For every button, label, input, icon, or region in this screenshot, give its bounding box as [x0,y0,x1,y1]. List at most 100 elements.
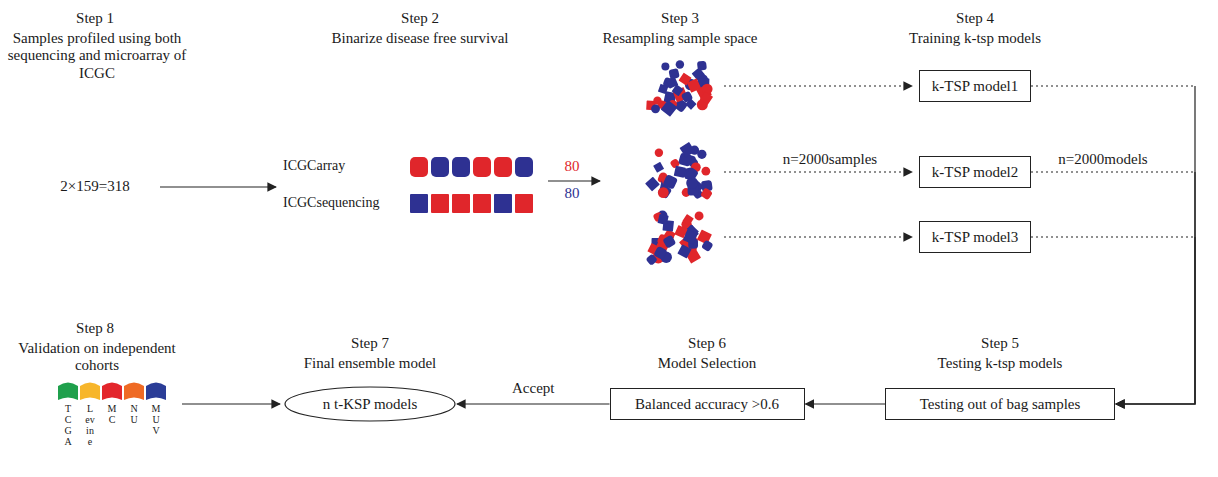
sample-mark [674,166,686,178]
sample-mark [695,211,704,220]
resample-clusters [645,60,713,266]
sample-mark [701,239,714,252]
sample-mark [452,157,470,177]
book-icon [124,383,144,401]
step-heading: Step 5 [981,335,1019,352]
step-description: Training k-tsp models [909,30,1041,47]
connector-line [1116,237,1195,404]
cohort-name: NU [129,403,139,425]
process-box: Testing out of bag samples [885,388,1115,420]
sample-mark [658,187,669,198]
dotted-connector [1031,236,1195,237]
edge-label: Accept [509,380,557,397]
sample-mark [473,194,491,213]
connector-line [457,403,610,404]
count-note: n=2000models [1058,151,1147,168]
dotted-arrow [724,171,912,172]
sample-mark [697,61,707,71]
sample-mark [662,174,678,190]
step-description: Testing k-tsp models [938,355,1063,372]
connector [1031,237,1195,404]
platform-name: ICGCsequencing [283,195,379,211]
step-heading: Step 4 [956,10,994,27]
step-description: Model Selection [658,355,757,372]
sample-mark [672,84,684,96]
book-icon [102,383,122,401]
sample-mark [651,104,660,113]
step-heading: Step 1 [76,10,114,27]
flow-arrow [160,186,276,187]
node-text: k-TSP model3 [932,228,1019,246]
step-description: Final ensemble model [304,355,436,372]
sample-mark [431,194,449,213]
sample-mark [680,142,696,158]
dotted-arrow [724,236,912,237]
sample-mark [494,194,512,213]
book-icon [58,383,78,401]
sample-mark [653,246,667,260]
book-icon [80,383,100,401]
ellipse-outline [285,387,455,421]
process-box: k-TSP model2 [919,156,1031,188]
step-heading: Step 6 [688,335,726,352]
step-description: Samples profiled using both sequencing a… [0,30,195,82]
sample-mark [676,60,684,68]
flow-arrow [548,180,600,181]
connector-line [806,403,886,404]
node-text: Testing out of bag samples [920,395,1081,413]
sample-mark [452,194,470,213]
sample-mark [700,91,713,104]
step-heading: Step 7 [351,335,389,352]
step-heading: Step 2 [401,10,439,27]
cohort-books [58,383,166,401]
sample-mark [494,157,512,177]
sample-mark [702,84,713,95]
sample-mark [515,194,533,213]
sample-mark [681,91,694,104]
connector [806,404,886,405]
node-text: k-TSP model1 [932,77,1019,95]
step-description: Resampling sample space [603,30,758,47]
cohort-name: Levine [85,403,95,447]
sample-mark [682,214,693,225]
sample-mark [655,148,663,156]
sample-mark [668,68,680,80]
sample-mark [658,84,668,94]
class-count: 80 [565,185,580,202]
sample-mark [701,167,710,176]
model-ellipse: n t-KSP models [284,386,456,422]
connector [457,404,610,405]
flow-arrow [182,403,280,404]
sample-mark [674,225,687,238]
dotted-arrow [724,85,912,86]
sample-mark [645,177,660,192]
count-note: n=2000samples [783,151,877,168]
sample-mark [697,150,706,159]
sample-mark [677,244,691,258]
sample-mark [653,162,664,173]
sample-mark [473,157,491,177]
step-heading: Step 3 [661,10,699,27]
sample-mark [410,194,428,213]
node-text: Balanced accuracy >0.6 [635,395,779,413]
process-box: k-TSP model1 [919,70,1031,102]
sample-mark [653,97,661,105]
class-count: 80 [565,158,580,175]
node-text: k-TSP model2 [932,163,1019,181]
sample-mark [661,62,669,70]
sample-row [410,194,533,213]
step-description: Binarize disease free survival [331,30,508,47]
sample-count: 2×159=318 [60,178,129,195]
step-heading: Step 8 [76,320,114,337]
sample-mark [515,157,533,177]
book-icon [146,383,166,401]
process-box: Balanced accuracy >0.6 [610,388,805,420]
cohort-name: MC [107,403,117,425]
sample-mark [410,157,428,177]
sample-mark [685,167,699,181]
process-box: k-TSP model3 [919,221,1031,253]
sample-mark [662,235,676,249]
sample-mark [658,214,669,225]
step-description: Validation on independent cohorts [2,340,192,375]
dotted-connector [1031,171,1195,172]
